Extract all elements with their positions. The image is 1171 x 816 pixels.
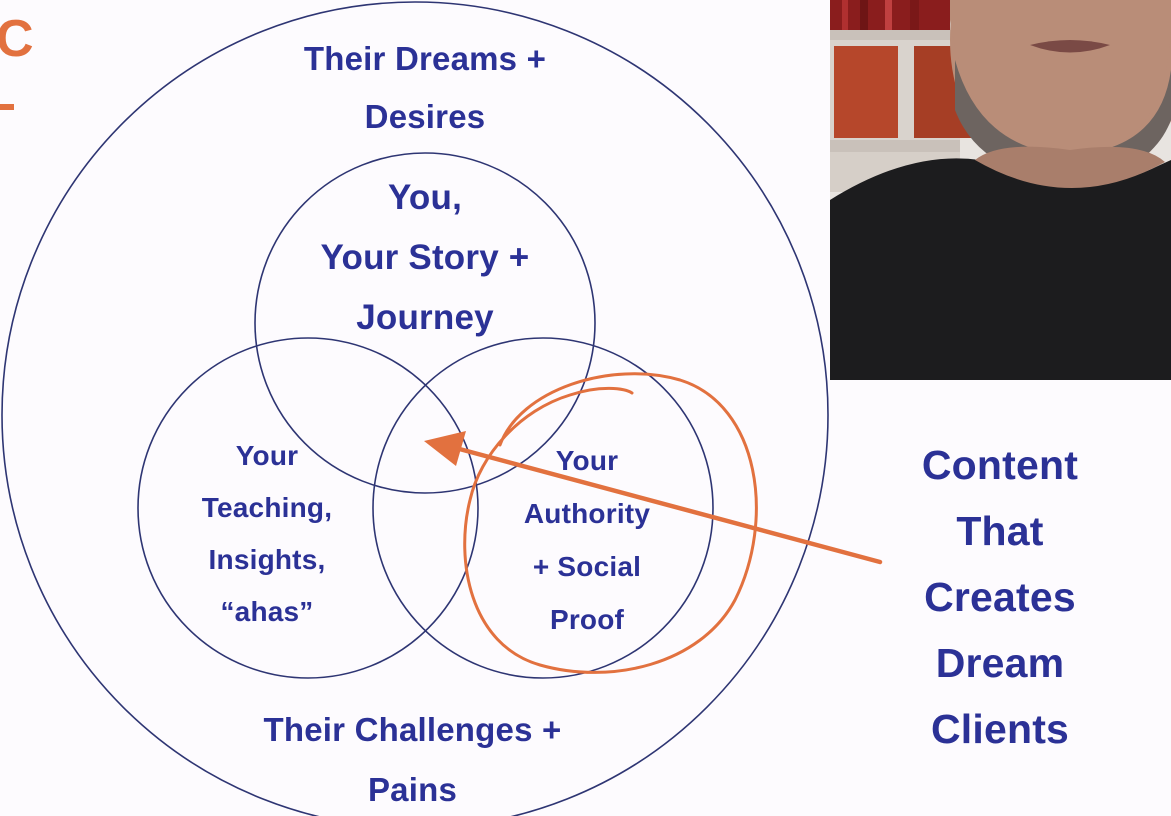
annotation-arrow-head [424,431,466,466]
callout-label: Content That Creates Dream Clients [921,442,1079,752]
outer-label-dreams: Their Dreams + Desires [303,40,547,135]
circle-label-authority: Your Authority + Social Proof [523,445,651,635]
presenter-video[interactable] [830,0,1171,380]
circle-label-you: You, Your Story + Journey [320,178,530,337]
presenter-video-thumbnail-icon [830,0,1171,380]
outer-circle [1,1,829,816]
circle-label-teaching: Your Teaching, Insights, “ahas” [201,440,333,627]
outer-label-pains: Their Challenges + Pains [263,711,562,808]
circle-teaching [137,337,479,679]
cut-off-heading-fragment: C [0,10,34,68]
annotation-hand-circle [463,372,758,674]
annotation-arrow-line [449,444,883,565]
cut-off-heading-mark [0,104,14,110]
circle-authority [372,337,714,679]
circle-you [254,152,596,494]
